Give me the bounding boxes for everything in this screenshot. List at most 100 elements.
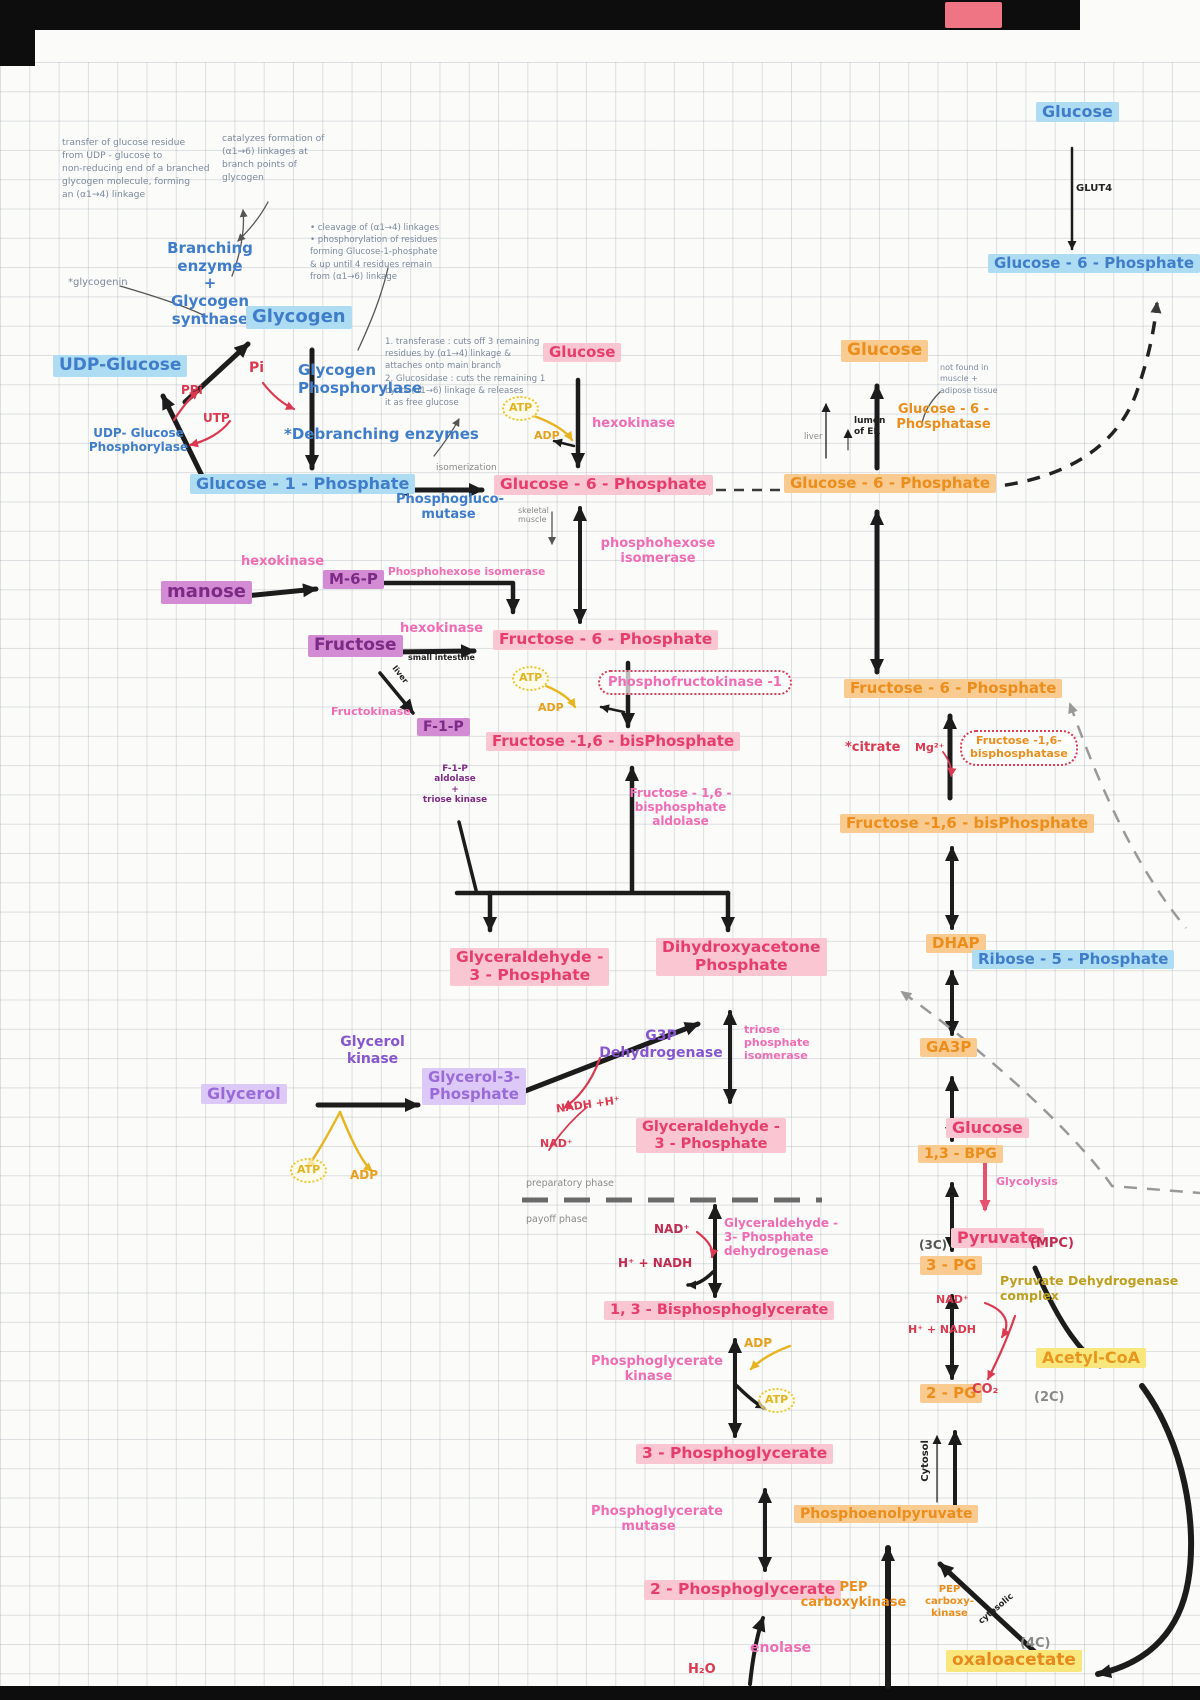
- left-edge-bar: [0, 0, 35, 66]
- label-triose-phosphate-isomerase: triose phosphate isomerase: [744, 1023, 810, 1062]
- label-liver: liver: [804, 432, 823, 442]
- label-glucose-6-phosphatase: Glucose - 6 - Phosphatase: [896, 402, 991, 433]
- label-adp: ADP: [350, 1168, 379, 1182]
- enzyme-fructose-16-bisphosphatase: Fructose -1,6- bisphosphatase: [960, 730, 1078, 766]
- label-utp: UTP: [203, 411, 230, 425]
- label-pi: Pi: [249, 360, 265, 376]
- label-glycerol-kinase: Glycerol kinase: [340, 1034, 405, 1067]
- node-glucose-1-phosphate: Glucose - 1 - Phosphate: [190, 474, 416, 495]
- label-f16bp-aldolase: Fructose - 1,6 - bisphosphate aldolase: [629, 786, 732, 829]
- node-glucose-summary: Glucose: [946, 1118, 1029, 1139]
- label-4c: (4C): [1020, 1636, 1051, 1651]
- node-fructose-1-phosphate: F-1-P: [417, 718, 470, 737]
- node-glucose-blood: Glucose: [1036, 102, 1119, 123]
- label-branching-enzyme-glycogen-synthase: Branching enzyme + Glycogen synthase: [167, 239, 253, 328]
- label-h2o: H₂O: [688, 1662, 716, 1677]
- top-edge-bar: [35, 0, 1080, 30]
- node-oxaloacetate: oxaloacetate: [946, 1650, 1082, 1672]
- node-glucose: Glucose: [543, 343, 622, 363]
- label-h-nadh: H⁺ + NADH: [908, 1323, 976, 1336]
- node-3pg-gng: 3 - PG: [920, 1256, 983, 1276]
- enzyme-phosphofructokinase-1: Phosphofructokinase -1: [598, 670, 792, 695]
- node-glucose-gng: Glucose: [841, 340, 929, 362]
- label-cytosol: Cytosol: [919, 1440, 931, 1482]
- label-phosphohexose-isomerase-top: Phosphohexose isomerase: [388, 566, 546, 578]
- label-co2: CO₂: [972, 1382, 999, 1397]
- label-mpc: (MPC): [1030, 1236, 1074, 1251]
- label-f1p-aldolase-triose-kinase: F-1-P aldolase + triose kinase: [422, 764, 488, 806]
- node-mannose-6-phosphate: M-6-P: [323, 570, 384, 590]
- node-glycogen: Glycogen: [246, 306, 352, 329]
- label-nad: NAD⁺: [936, 1293, 969, 1306]
- label-atp: ATP: [502, 396, 540, 421]
- bottom-edge-bar: [0, 1686, 1200, 1700]
- label-glycogen-phosphorylase: Glycogen Phosphorylase: [298, 361, 423, 397]
- label-lumen-of-er: lumen of ER: [854, 416, 886, 437]
- node-glucose-6-phosphate-gng: Glucose - 6 - Phosphate: [784, 474, 996, 494]
- node-glycerol: Glycerol: [201, 1084, 287, 1105]
- label-glut-transporter: GLUT4: [1076, 183, 1113, 194]
- label-preparatory-phase: preparatory phase: [526, 1178, 614, 1189]
- label-2c: (2C): [1034, 1390, 1065, 1405]
- node-ribose-5-phosphate: Ribose - 5 - Phosphate: [972, 950, 1175, 970]
- note-glycogenin: *glycogenin: [68, 277, 128, 288]
- label-atp: ATP: [512, 666, 550, 691]
- label-debranching-enzymes: *Debranching enzymes: [284, 425, 479, 443]
- label-adp: ADP: [744, 1336, 773, 1350]
- label-citrate: *citrate: [845, 740, 901, 755]
- node-glucose-6-phosphate-top: Glucose - 6 - Phosphate: [988, 254, 1200, 274]
- node-mannose: manose: [161, 581, 253, 604]
- label-pep-carboxykinase-2: PEP carboxy- kinase: [925, 1584, 974, 1619]
- label-phosphoglucomutase: Phosphogluco- mutase: [396, 492, 504, 523]
- node-glucose-6-phosphate: Glucose - 6 - Phosphate: [494, 475, 713, 495]
- node-glycerol-3-phosphate: Glycerol-3- Phosphate: [422, 1068, 527, 1105]
- label-3c: (3C): [919, 1238, 948, 1252]
- label-gapdh: Glyceraldehyde - 3- Phosphate dehydrogen…: [724, 1216, 839, 1259]
- node-acetyl-coa: Acetyl-CoA: [1036, 1348, 1147, 1369]
- node-ga3p-gng: GA3P: [920, 1038, 978, 1058]
- label-phosphoglycerate-kinase: Phosphoglycerate kinase: [591, 1354, 723, 1385]
- label-pep-carboxykinase: PEP carboxykinase: [800, 1580, 907, 1611]
- label-ppi: PPi: [181, 383, 203, 397]
- node-dhap-gng: DHAP: [926, 934, 986, 954]
- node-fructose: Fructose: [308, 635, 403, 657]
- label-nad: NAD⁺: [654, 1222, 690, 1236]
- node-glyceraldehyde-3-phosphate: Glyceraldehyde - 3 - Phosphate: [450, 948, 610, 986]
- label-hexokinase: hexokinase: [592, 416, 676, 431]
- note-debranching-steps: 1. transferase : cuts off 3 remaining re…: [385, 337, 546, 409]
- node-glyceraldehyde-3-phosphate-2: Glyceraldehyde - 3 - Phosphate: [636, 1118, 786, 1154]
- note-branch-points: catalyzes formation of (α1→6) linkages a…: [222, 133, 325, 184]
- node-udp-glucose: UDP-Glucose: [53, 355, 188, 377]
- label-adp: ADP: [534, 429, 560, 442]
- node-phosphoenolpyruvate: Phosphoenolpyruvate: [794, 1505, 979, 1524]
- node-13-bisphosphoglycerate: 1, 3 - Bisphosphoglycerate: [604, 1301, 835, 1320]
- label-atp: ATP: [290, 1158, 328, 1183]
- note-cleavage: • cleavage of (α1→4) linkages • phosphor…: [310, 223, 440, 282]
- label-hexokinase: hexokinase: [241, 554, 325, 569]
- node-fructose-6-phosphate-gng: Fructose - 6 - Phosphate: [844, 679, 1063, 699]
- label-phosphoglycerate-mutase: Phosphoglycerate mutase: [591, 1504, 723, 1535]
- label-payoff-phase: payoff phase: [526, 1214, 588, 1225]
- node-2pg-gng: 2 - PG: [920, 1384, 983, 1404]
- label-enolase: enolase: [750, 1640, 812, 1656]
- label-g3p-dehydrogenase: G3P Dehydrogenase: [599, 1028, 723, 1061]
- label-skeletal-muscle: skeletal muscle: [518, 506, 549, 525]
- label-pyruvate-dehydrogenase-complex: Pyruvate Dehydrogenase complex: [1000, 1273, 1179, 1303]
- label-isomerization: isomerization: [436, 463, 497, 473]
- node-3-phosphoglycerate: 3 - Phosphoglycerate: [636, 1444, 834, 1464]
- node-dihydroxyacetone-phosphate: Dihydroxyacetone Phosphate: [656, 938, 827, 976]
- label-atp: ATP: [758, 1388, 796, 1413]
- desk-object: [945, 2, 1002, 28]
- label-small-intestine: small intestine: [408, 653, 475, 662]
- label-glycolysis: Glycolysis: [996, 1175, 1058, 1188]
- note-not-found-tissues: not found in muscle + adipose tissue: [940, 363, 998, 395]
- node-fructose-16-bisphosphate-gng: Fructose -1,6 - bisPhosphate: [840, 814, 1095, 834]
- note-transfer: transfer of glucose residue from UDP - g…: [62, 137, 210, 201]
- node-fructose-6-phosphate: Fructose - 6 - Phosphate: [493, 630, 719, 650]
- node-fructose-16-bisphosphate: Fructose -1,6 - bisPhosphate: [486, 732, 741, 752]
- label-h-nadh: H⁺ + NADH: [618, 1256, 693, 1270]
- label-adp: ADP: [538, 701, 564, 714]
- label-mg: Mg²⁺: [915, 741, 945, 754]
- label-nad: NAD⁺: [540, 1137, 573, 1150]
